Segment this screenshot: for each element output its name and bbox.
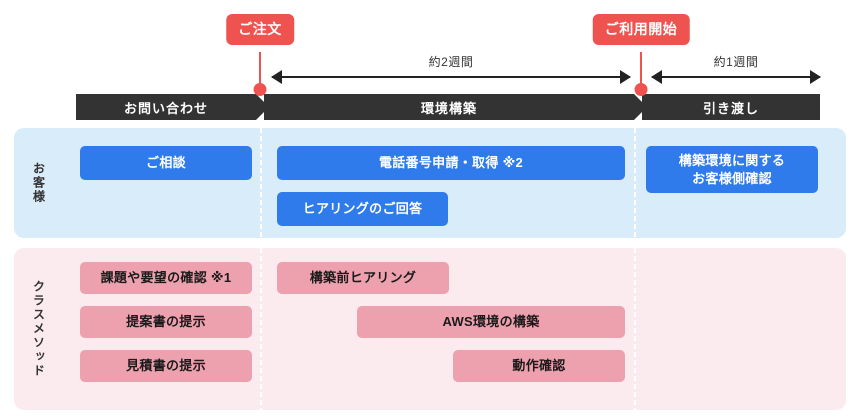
milestone-badge: ご注文 — [226, 14, 294, 45]
task-label: 課題や要望の確認 ※1 — [100, 270, 232, 286]
task-box: ヒアリングのご回答 — [277, 192, 448, 226]
phase-label: 環境構築 — [420, 100, 477, 116]
phase-banner: お問い合わせ — [76, 94, 269, 120]
task-label: AWS環境の構築 — [442, 314, 540, 330]
lane-divider — [634, 248, 636, 410]
duration-arrow: 約2週間 — [271, 55, 631, 86]
arrowhead-left-icon — [271, 70, 282, 84]
task-label: 見積書の提示 — [126, 358, 206, 374]
task-label: ヒアリングのご回答 — [302, 201, 423, 217]
arrowhead-right-icon — [810, 70, 821, 84]
duration-arrow: 約1週間 — [651, 55, 821, 86]
phase-label: お問い合わせ — [123, 100, 208, 116]
task-label: 提案書の提示 — [126, 314, 206, 330]
phase-banner: 環境構築 — [264, 94, 647, 120]
duration-label: 約1週間 — [713, 55, 759, 69]
task-box: ご相談 — [80, 146, 252, 180]
task-box: 提案書の提示 — [80, 306, 252, 338]
task-box: 課題や要望の確認 ※1 — [80, 262, 252, 294]
phase-label: 引き渡し — [702, 100, 759, 116]
task-label: 構築環境に関するお客様側確認 — [678, 152, 786, 186]
swimlane-label-customer: お客様 — [31, 162, 46, 204]
task-label: 構築前ヒアリング — [309, 270, 417, 286]
arrowhead-right-icon — [620, 70, 631, 84]
milestone-marker: ご注文 — [190, 14, 330, 96]
swimlane-label-vendor: クラスメソッド — [31, 280, 46, 378]
duration-label: 約2週間 — [428, 55, 474, 69]
task-box: 構築前ヒアリング — [277, 262, 449, 294]
milestone-marker: ご利用開始 — [571, 14, 711, 96]
task-box: 見積書の提示 — [80, 350, 252, 382]
lane-divider — [634, 128, 636, 238]
task-label: ご相談 — [146, 155, 186, 171]
duration-axis-line — [272, 76, 630, 78]
task-box: 構築環境に関するお客様側確認 — [646, 146, 818, 193]
milestone-stem — [259, 52, 261, 86]
task-label: 電話番号申請・取得 ※2 — [378, 155, 524, 171]
arrowhead-left-icon — [651, 70, 662, 84]
lane-divider — [260, 128, 262, 238]
milestone-stem — [640, 52, 642, 86]
duration-axis-line — [652, 76, 820, 78]
task-box: 動作確認 — [453, 350, 625, 382]
milestone-dot-icon — [634, 83, 648, 96]
milestone-badge: ご利用開始 — [592, 14, 690, 45]
task-box: 電話番号申請・取得 ※2 — [277, 146, 625, 180]
lane-divider — [260, 248, 262, 410]
phase-banner: 引き渡し — [642, 94, 820, 120]
task-label: 動作確認 — [512, 358, 566, 374]
milestone-dot-icon — [253, 83, 267, 96]
task-box: AWS環境の構築 — [357, 306, 625, 338]
